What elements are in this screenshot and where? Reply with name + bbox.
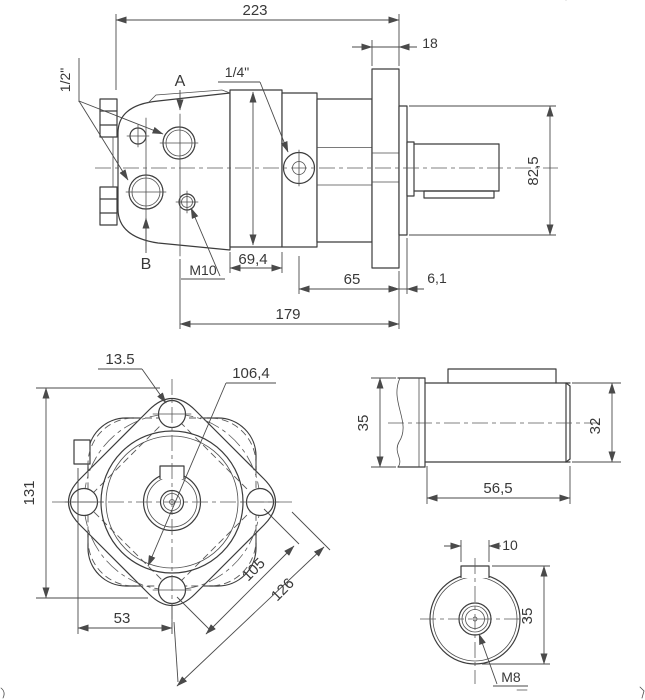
shaft-end-view: 10 35 M8 <box>420 537 550 687</box>
mounting-flange <box>371 68 400 269</box>
shaft-profile <box>424 368 571 463</box>
label-port-b: B <box>141 217 152 273</box>
dim-35-hub-text: 35 <box>355 415 372 432</box>
label-half-inch-text: 1/2" <box>57 68 73 92</box>
key-profile <box>447 368 557 384</box>
dim-flange-thickness: 18 <box>352 35 438 66</box>
label-port-a: A <box>175 73 186 111</box>
dim-bolt-hole: 13.5 <box>98 351 167 404</box>
flange-pilot <box>398 105 408 236</box>
bearing-section <box>316 98 373 243</box>
dim-106-4-text: 106,4 <box>232 365 270 382</box>
dim-shaft-height: 35 <box>482 565 550 665</box>
label-drain-port: 1/4" <box>218 64 289 153</box>
label-thread-m8: M8 <box>478 633 528 687</box>
dim-10-text: 10 <box>502 537 518 553</box>
dim-overall-length: 223 <box>115 2 400 90</box>
dim-bolt-circle: 106,4 <box>147 365 276 567</box>
label-port-size: 1/2" <box>57 58 164 181</box>
port-end-cap <box>117 92 231 251</box>
dim-35-end-text: 35 <box>519 608 536 625</box>
dim-69-4-text: 69,4 <box>238 251 267 268</box>
dim-hub-diameter: 35 <box>355 377 396 468</box>
dim-6-1-text: 6,1 <box>427 270 447 286</box>
dim-131-text: 131 <box>21 480 38 505</box>
edge-artifacts <box>0 686 645 699</box>
dim-82-5-text: 82,5 <box>525 156 542 185</box>
label-quarter-inch-text: 1/4" <box>225 64 249 80</box>
valve-section <box>281 92 318 248</box>
output-shaft <box>413 0 567 199</box>
dim-179-text: 179 <box>275 306 300 323</box>
label-m10-text: M10 <box>189 262 216 278</box>
port-face-bolts <box>99 98 118 226</box>
dim-rotor-section: 69,4 <box>229 251 283 273</box>
label-thread-m10: M10 <box>181 207 225 280</box>
body-side-tab <box>73 439 91 465</box>
label-m8-text: M8 <box>501 669 521 685</box>
dim-key-width: 10 <box>444 537 518 562</box>
label-a-text: A <box>175 73 186 90</box>
dim-pilot-diameter: 82,5 <box>409 105 556 236</box>
shaft-collar <box>406 141 415 197</box>
dim-port-to-face: 179 <box>179 259 400 329</box>
dim-32-text: 32 <box>587 418 604 435</box>
dim-18-text: 18 <box>422 35 438 51</box>
label-b-text: B <box>141 256 152 273</box>
rotor-section <box>229 89 283 248</box>
dim-223-text: 223 <box>242 2 267 19</box>
dim-offset: 53 <box>77 468 173 634</box>
side-view: 223 18 82,5 69,4 65 <box>57 0 567 329</box>
housing-break <box>396 377 426 468</box>
front-view: 13.5 106,4 131 53 105 <box>21 351 331 687</box>
dim-13-5-text: 13.5 <box>105 351 134 368</box>
dim-body-to-face: 65 <box>298 256 400 294</box>
dim-pilot-depth: 6,1 <box>383 238 447 294</box>
dim-53-text: 53 <box>114 610 131 627</box>
dim-height: 131 <box>21 387 160 599</box>
shaft-detail-view: 35 32 56,5 <box>355 368 621 504</box>
dim-shaft-diameter: 32 <box>572 382 621 463</box>
dim-shaft-length: 56,5 <box>426 466 571 504</box>
dim-65-text: 65 <box>344 271 361 288</box>
dim-56-5-text: 56,5 <box>483 480 512 497</box>
